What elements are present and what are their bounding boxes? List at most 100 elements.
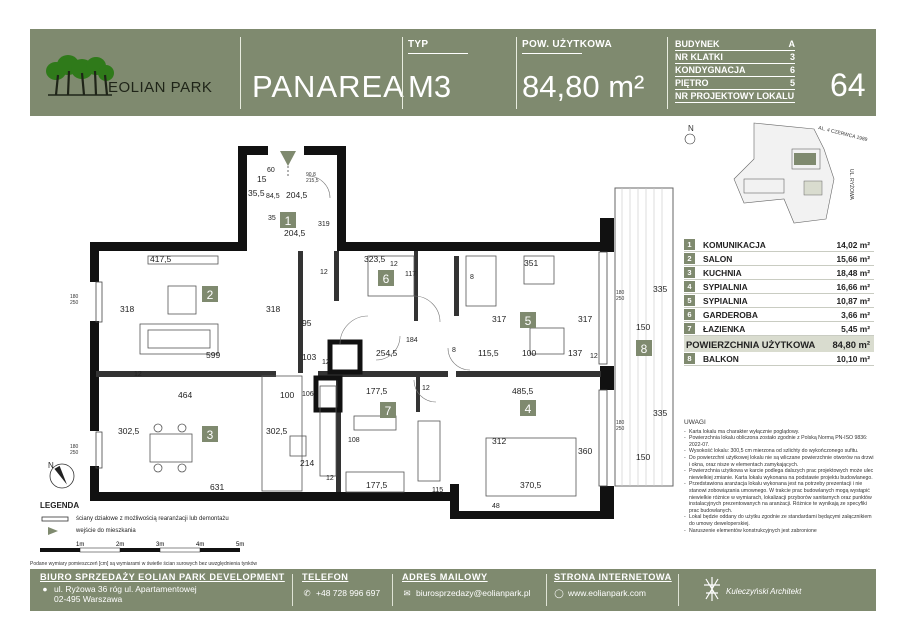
room-label-box — [378, 270, 394, 286]
room-label: 2 — [207, 288, 214, 302]
room-label: 1 — [285, 214, 292, 228]
note-item: Naruszenie elementów konstrukcyjnych jes… — [684, 528, 874, 535]
dim-label: 108 — [348, 437, 360, 444]
dim-label: 254,5 — [376, 348, 398, 358]
dim-label: 137 — [568, 348, 582, 358]
scale-label: 2m — [116, 542, 124, 548]
dim-label: 177,5 — [366, 480, 388, 490]
dim-label: 106 — [302, 391, 314, 398]
scale-label: 3m — [156, 542, 164, 548]
dim-label: 317 — [578, 314, 592, 324]
room-label-box — [520, 400, 536, 416]
divider — [402, 37, 403, 109]
dim-label: 177,5 — [366, 386, 388, 396]
area-label: POW. UŻYTKOWA — [522, 39, 613, 54]
dimension-labels: 15 60 35,5 84,5 204,5 319 35 204,5 417,5… — [118, 167, 667, 510]
area-value: 84,80 m² — [522, 69, 645, 104]
dim-label: 317 — [492, 314, 506, 324]
dim-label: 103 — [302, 352, 316, 362]
scale-label: 4m — [196, 542, 204, 548]
note-item: Karta lokalu ma charakter wyłącznie pogl… — [684, 429, 874, 436]
brand-name: EOLIAN PARK — [108, 79, 213, 96]
dim-label: 8 — [470, 274, 474, 281]
dim-label: 351 — [524, 258, 538, 268]
website-block: STRONA INTERNETOWA ◯www.eolianpark.com — [554, 572, 672, 598]
notes-title: UWAGI — [684, 419, 706, 426]
balcony-area — [614, 187, 674, 487]
phone-link[interactable]: +48 728 996 697 — [316, 588, 381, 598]
dim-label: 35 — [268, 215, 276, 222]
dim-label: 319 — [318, 221, 330, 228]
divider — [240, 37, 241, 109]
dim-label: 318 — [266, 304, 280, 314]
dim-label: 12 — [320, 269, 328, 276]
note-item: Wysokość lokalu: 300,5 cm mierzona od sz… — [684, 448, 874, 455]
dim-label: 95 — [302, 318, 312, 328]
balcony-railing — [621, 188, 663, 486]
note-item: Powierzchnia użytkowa w karcie podlega d… — [684, 468, 874, 481]
dim-label: 117 — [405, 271, 416, 278]
sales-office: BIURO SPRZEDAŻY EOLIAN PARK DEVELOPMENT … — [40, 572, 285, 604]
dim-label: 150 — [636, 452, 650, 462]
dim-label: 214 — [300, 458, 314, 468]
dim-label: 84,5 — [266, 193, 280, 200]
dimensions-note: Podane wymiary pomieszczeń [cm] są wymia… — [30, 561, 258, 567]
dim-label: 323,5 — [364, 254, 386, 264]
dim-label: 15 — [257, 174, 267, 184]
dim-label: 204,5 — [284, 228, 306, 238]
room-labels: 1 2 3 4 5 6 7 8 — [202, 212, 652, 442]
apartment-card: EOLIAN PARK PANAREA TYP M3 POW. UŻYTKOWA… — [30, 29, 876, 611]
dim-label: 8 — [452, 347, 456, 354]
room-label: 3 — [207, 428, 214, 442]
dim-label: 302,5 — [266, 426, 288, 436]
dim-label: 60 — [267, 167, 275, 174]
dim-label: 12 — [326, 475, 334, 482]
room-label-box — [202, 426, 218, 442]
legend-item: ściany działowe z możliwością rearanżacj… — [40, 513, 340, 525]
architect-name: Kuleczyński Architekt — [726, 587, 802, 596]
dim-label: 599 — [206, 350, 220, 360]
entry-marker — [280, 151, 296, 166]
room-label: 7 — [385, 404, 392, 418]
footer: BIURO SPRZEDAŻY EOLIAN PARK DEVELOPMENT … — [30, 569, 876, 611]
dim-label: 318 — [120, 304, 134, 314]
scale-bar: 1m 2m 3m 4m 5m — [40, 542, 244, 553]
email-block: ADRES MAILOWY ✉biurosprzedazy@eolianpark… — [402, 572, 531, 598]
email-link[interactable]: biurosprzedazy@eolianpark.pl — [416, 588, 531, 598]
room-label: 8 — [641, 342, 648, 356]
mail-icon: ✉ — [403, 588, 411, 598]
legend-item: wejście do mieszkania — [40, 525, 340, 537]
dim-label: 115 — [432, 487, 443, 494]
svg-text:N: N — [48, 461, 54, 470]
phone-block: TELEFON ✆+48 728 996 697 — [302, 572, 381, 598]
dim-label: 12 — [590, 353, 598, 360]
room-label: 4 — [525, 402, 532, 416]
dim-label: 100 — [280, 390, 294, 400]
north-arrow-icon: N — [48, 461, 75, 489]
room-label-box — [280, 212, 296, 228]
partition-wall-icon — [41, 516, 69, 522]
divider — [667, 37, 668, 109]
info-row: NR PROJEKTOWY LOKALU — [675, 91, 795, 103]
floor-plan: 1 2 3 4 5 6 7 8 15 60 35,5 84,5 204,5 31… — [48, 146, 674, 519]
lokal-number: 64 — [830, 67, 866, 103]
dim-label: 302,5 — [118, 426, 140, 436]
dim-label: 485,5 — [512, 386, 534, 396]
website-link[interactable]: www.eolianpark.com — [568, 588, 646, 598]
